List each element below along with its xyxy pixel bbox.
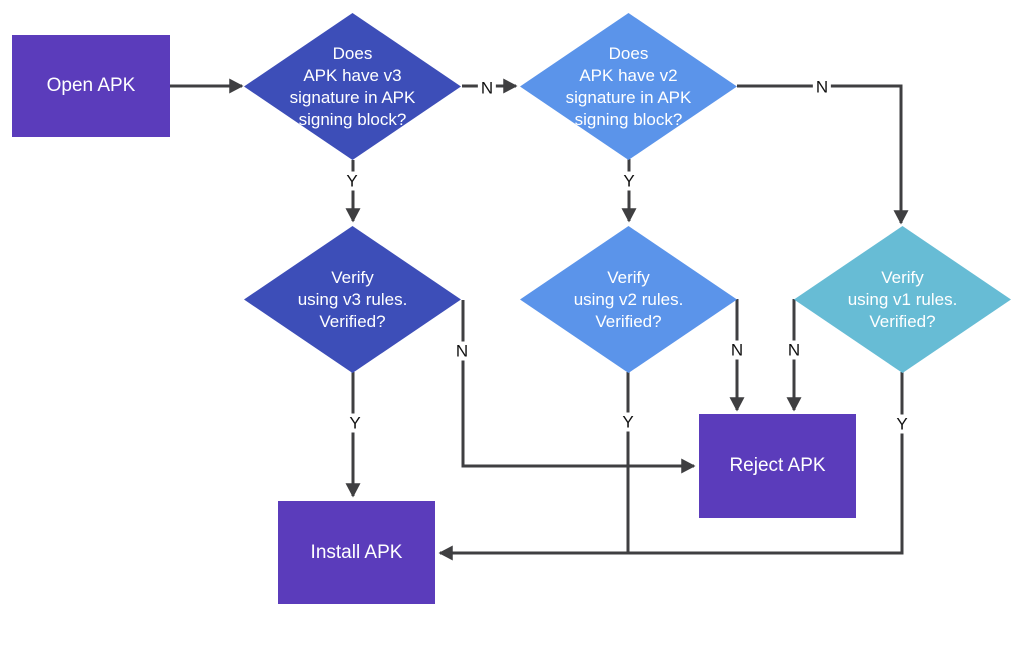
edge-label-v3-check-yes: Y [343, 171, 361, 191]
node-install-apk: Install APK [278, 501, 435, 604]
edge-label-v3-check-no: N [477, 78, 497, 98]
edge-label-v3-verify-no: N [452, 341, 472, 361]
node-reject-apk-label: Reject APK [729, 455, 826, 476]
edge-label-v2-check-yes: Y [620, 171, 638, 191]
edge-label-v1-verify-no: N [784, 340, 804, 360]
edge-label-v2-verify-no: N [727, 340, 747, 360]
node-install-apk-label: Install APK [310, 541, 403, 563]
node-v3-signature-check-label: Does APK have v3 signature in APK signin… [289, 43, 416, 129]
node-v3-verify-label: Verify using v3 rules. Verified? [297, 267, 408, 331]
node-open-apk: Open APK [12, 35, 170, 137]
node-v2-verify-label: Verify using v2 rules. Verified? [573, 267, 684, 331]
edge-v2-check-no-to-v1-verify [737, 84, 909, 225]
edge-label-v1-verify-yes: Y [893, 414, 911, 434]
node-open-apk-label: Open APK [46, 75, 136, 96]
node-v2-signature-check-label: Does APK have v2 signature in APK signin… [565, 43, 692, 129]
edge-label-v3-verify-yes: Y [346, 413, 364, 433]
node-reject-apk: Reject APK [699, 414, 856, 518]
edge-label-v2-verify-yes: Y [619, 412, 637, 432]
node-v1-verify-label: Verify using v1 rules. Verified? [847, 267, 958, 331]
edge-label-v2-check-no: N [812, 77, 832, 97]
